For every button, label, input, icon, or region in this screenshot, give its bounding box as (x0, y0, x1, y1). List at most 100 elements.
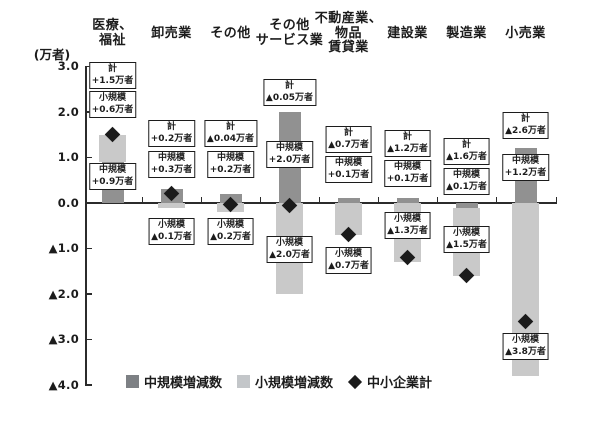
label-box-line: 計 (402, 132, 412, 142)
y-axis-tick-label: 1.0 (57, 150, 79, 164)
label-box-7-0: 計▲2.6万者 (502, 112, 549, 140)
legend-label: 中小企業計 (367, 376, 433, 391)
label-box-7-2: 小規模▲3.8万者 (502, 333, 549, 361)
x-axis-tick (496, 196, 498, 203)
label-box-line: 中規模 (216, 153, 244, 163)
label-box-line: 中規模 (157, 153, 185, 163)
category-label-6: 製造業 (424, 8, 510, 60)
label-box-line: ▲0.1万者 (151, 231, 192, 242)
x-axis-tick (319, 196, 321, 203)
y-axis-tick-label: ▲2.0 (48, 286, 79, 301)
chart-legend: 中規模増減数小規模増減数 中小企業計 (126, 372, 432, 391)
category-label-line: サービス業 (255, 33, 324, 48)
label-box-line: 計 (284, 81, 295, 91)
y-axis-tick-label: ▲1.0 (48, 241, 79, 255)
label-box-0-1: 小規模+0.6万者 (88, 91, 137, 119)
y-axis-unit-label: (万者) (33, 47, 71, 62)
y-axis-tick (86, 293, 92, 295)
category-label-line: 賃貸業 (328, 40, 369, 56)
category-label-line: その他 (269, 18, 310, 34)
label-box-line: ▲2.6万者 (505, 125, 546, 136)
legend-item-1: 小規模増減数 (237, 372, 333, 391)
label-box-6-0: 計▲1.6万者 (443, 138, 490, 166)
label-box-line: +0.2万者 (150, 133, 193, 144)
label-box-line: +0.6万者 (91, 104, 134, 115)
label-box-line: 小規模 (511, 335, 539, 345)
label-box-2-1: 中規模+0.2万者 (206, 151, 255, 179)
label-box-5-0: 計▲1.2万者 (384, 130, 431, 158)
label-box-line: 計 (225, 122, 236, 132)
y-axis-tick-label: ▲4.0 (48, 377, 79, 392)
label-box-line: ▲0.2万者 (210, 231, 251, 242)
label-box-3-1: 中規模+2.0万者 (265, 141, 314, 169)
label-box-line: +1.5万者 (91, 75, 134, 86)
category-label-2: その他 (188, 8, 274, 60)
label-box-2-0: 計▲0.04万者 (203, 120, 258, 148)
label-box-3-0: 計▲0.05万者 (262, 79, 317, 107)
label-box-line: +0.9万者 (91, 176, 134, 187)
category-label-1: 卸売業 (129, 8, 215, 60)
label-box-line: ▲1.2万者 (387, 143, 428, 154)
category-label-line: 卸売業 (151, 25, 192, 41)
label-box-0-2: 中規模+0.9万者 (88, 163, 137, 191)
category-label-3: その他サービス業 (247, 8, 333, 60)
label-box-line: +0.3万者 (150, 164, 193, 175)
label-box-line: ▲3.8万者 (505, 346, 546, 357)
y-axis-tick-label: 2.0 (57, 104, 79, 119)
label-box-line: 計 (520, 114, 530, 124)
label-box-line: 計 (166, 122, 176, 132)
label-box-line: ▲0.05万者 (265, 92, 314, 103)
x-axis-tick (378, 196, 380, 203)
category-label-0: 医療、福祉 (70, 8, 156, 60)
category-label-line: その他 (210, 25, 251, 41)
x-axis-tick (142, 196, 144, 203)
y-axis-tick (86, 156, 92, 159)
bar-medium-5 (396, 198, 419, 203)
category-label-4: 不動産業、物品賃貸業 (306, 8, 392, 60)
legend-square-icon (126, 375, 139, 388)
y-axis-tick (86, 338, 92, 341)
y-axis-tick-label: 0.0 (57, 195, 79, 210)
label-box-line: +0.1万者 (327, 169, 370, 180)
label-box-line: 中規模 (98, 165, 126, 175)
y-axis-tick (86, 247, 92, 250)
y-axis-tick (86, 202, 92, 204)
label-box-5-2: 小規模▲1.3万者 (384, 212, 431, 240)
label-box-line: 小規模 (98, 93, 126, 103)
x-axis-tick (201, 196, 203, 203)
category-label-5: 建設業 (365, 8, 451, 60)
category-label-line: 小売業 (505, 25, 546, 41)
label-box-1-1: 中規模+0.3万者 (147, 151, 196, 179)
category-label-line: 医療、 (92, 18, 133, 34)
label-box-line: 計 (461, 140, 471, 150)
label-box-line: 小規模 (157, 220, 185, 230)
legend-label: 中規模増減数 (144, 376, 223, 391)
label-box-line: 小規模 (216, 220, 244, 230)
label-box-line: 中規模 (511, 156, 539, 166)
label-box-3-2: 小規模▲2.0万者 (266, 236, 313, 264)
label-box-line: +0.1万者 (386, 173, 429, 184)
label-box-6-2: 小規模▲1.5万者 (443, 226, 490, 254)
x-axis-tick (437, 196, 439, 203)
label-box-line: 中規模 (452, 170, 480, 180)
label-box-7-1: 中規模+1.2万者 (501, 154, 550, 182)
category-label-line: 福祉 (98, 33, 126, 48)
label-box-line: 計 (343, 128, 353, 138)
y-axis-tick-label: 3.0 (57, 59, 79, 73)
label-box-line: 小規模 (452, 228, 480, 238)
category-label-line: 建設業 (387, 25, 428, 41)
label-box-line: 計 (107, 64, 117, 74)
category-label-line: 製造業 (446, 25, 487, 41)
label-box-line: ▲0.7万者 (328, 260, 369, 271)
category-label-7: 小売業 (483, 8, 569, 60)
bar-small-1 (158, 203, 185, 208)
x-axis-end-tick (555, 196, 557, 203)
y-axis-line (85, 66, 87, 386)
label-box-1-0: 計+0.2万者 (147, 120, 196, 148)
label-box-line: 小規模 (275, 238, 303, 248)
label-box-line: 中規模 (334, 158, 362, 168)
label-box-line: +2.0万者 (268, 154, 311, 165)
y-axis-tick (86, 384, 92, 386)
label-box-6-1: 中規模▲0.1万者 (443, 168, 490, 196)
label-box-line: +0.2万者 (209, 164, 252, 175)
